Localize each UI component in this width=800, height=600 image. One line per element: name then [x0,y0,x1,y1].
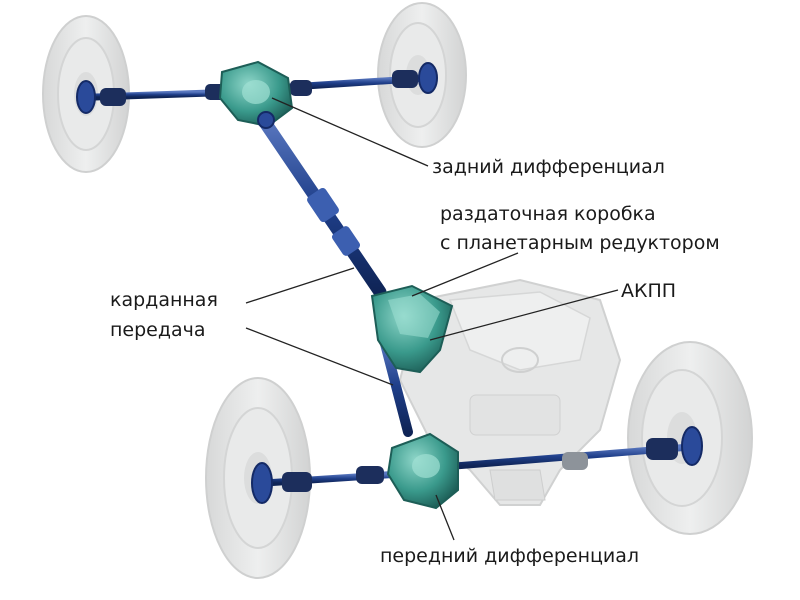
front-differential [386,432,459,510]
leader-transfer-case [411,252,519,297]
label-transfer-case-line2: с планетарным редуктором [440,232,720,254]
propeller-shaft [255,111,413,437]
label-transfer-case-line1: раздаточная коробка [440,203,656,225]
leader-front-differential [435,494,455,541]
leader-lines [245,97,619,541]
label-rear-differential: задний дифференциал [432,156,665,178]
leader-propeller-shaft-lower [245,327,394,386]
label-automatic-transmission: АКПП [621,280,677,302]
leader-automatic-transmission [429,289,619,341]
rear-axle [76,62,438,114]
label-front-differential: передний дифференциал [380,545,640,567]
front-axle [251,426,703,504]
rear-differential [218,60,294,129]
transmission-transfer-case [370,284,454,374]
leader-rear-differential [271,97,429,167]
label-propeller-shaft-line1: карданная [110,289,218,311]
engine-block [398,278,622,506]
label-propeller-shaft-line2: передача [110,319,206,341]
leader-propeller-shaft-upper [245,267,355,304]
